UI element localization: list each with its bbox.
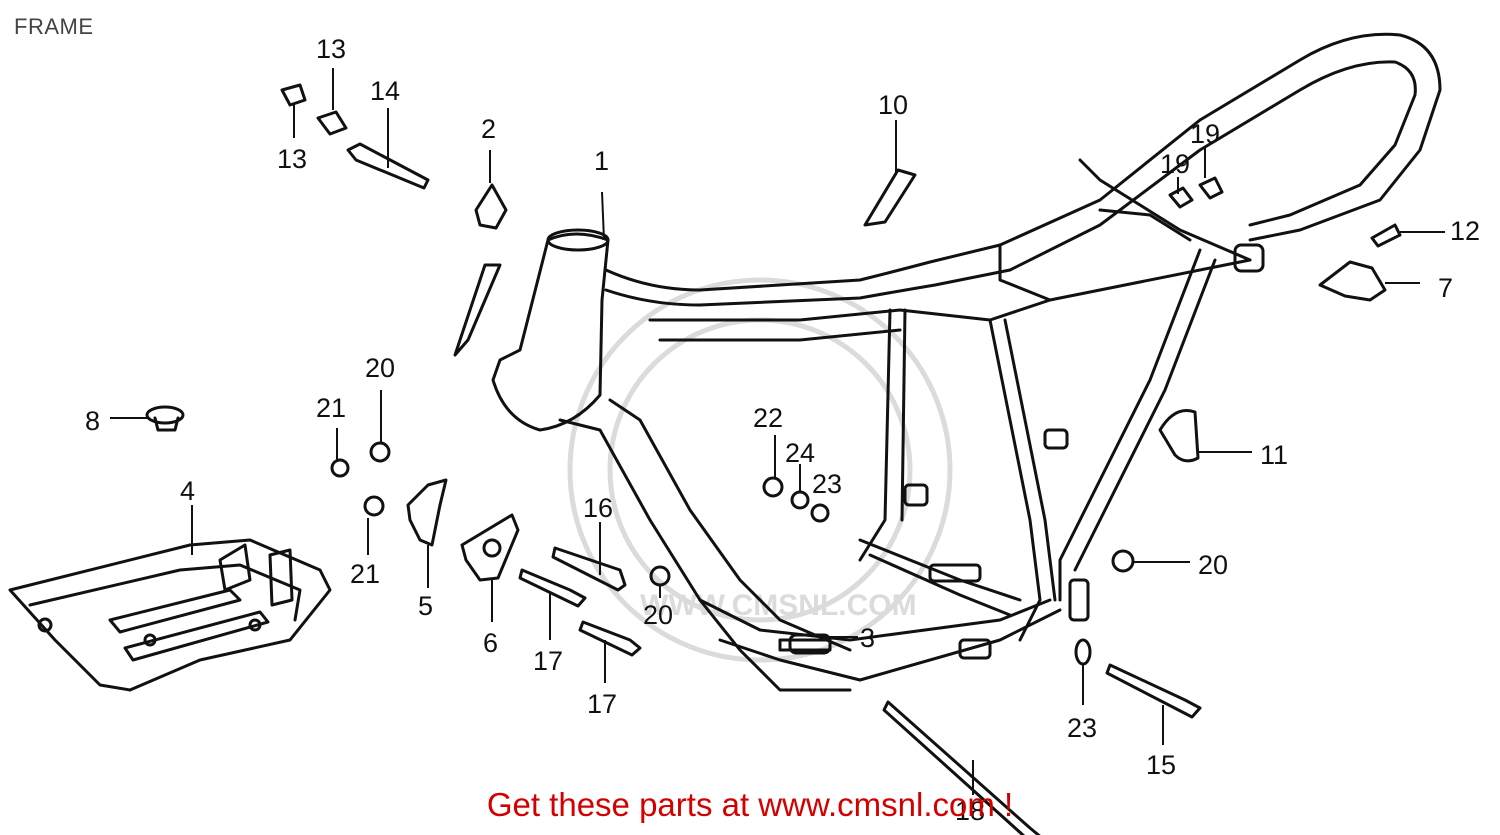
- callout-12: 12: [1450, 216, 1480, 246]
- part-20-nut-a: [369, 441, 391, 463]
- callout-18: 18: [955, 796, 985, 826]
- callout-3: 3: [860, 623, 875, 653]
- part-11-guard: [1158, 409, 1200, 463]
- part-19-bolt-a: [1168, 186, 1194, 209]
- part-15-bolt: [1105, 663, 1202, 719]
- callout-13a: 13: [316, 34, 346, 64]
- part-7-clip: [1318, 260, 1387, 302]
- part-18-bolt: [882, 700, 1041, 835]
- part-21-nut-b: [363, 495, 385, 517]
- part-20-nut-c: [1111, 549, 1135, 573]
- callout-8: 8: [85, 406, 100, 436]
- callout-2: 2: [481, 114, 496, 144]
- callout-11: 11: [1260, 440, 1288, 470]
- main-frame: [491, 32, 1442, 692]
- callout-20c: 20: [1198, 550, 1228, 580]
- part-23-washer-b: [1074, 638, 1092, 666]
- callout-16: 16: [583, 493, 613, 523]
- part-19-bolt-b: [1198, 176, 1224, 200]
- part-20-nut-b: [649, 565, 671, 587]
- callout-1: 1: [594, 146, 609, 176]
- part-2-gusset: [474, 183, 508, 230]
- callout-20b: 20: [643, 600, 673, 630]
- part-16-bolt: [551, 546, 627, 592]
- callout-10: 10: [878, 90, 908, 120]
- parts: [8, 83, 1402, 835]
- leader-lines: [110, 68, 1445, 795]
- part-13-bolt-a: [280, 83, 307, 107]
- callout-15: 15: [1146, 750, 1176, 780]
- callout-13b: 13: [277, 144, 307, 174]
- part-17-bolt-a: [518, 568, 587, 608]
- callout-23b: 23: [1067, 713, 1097, 743]
- page-title: FRAME: [14, 14, 94, 39]
- part-24-washer: [790, 490, 810, 510]
- callout-labels: 1 2 3 4 5 6 7 8 10 11 12 13 13 14 15 16 …: [85, 34, 1480, 826]
- part-14-bolt: [346, 142, 430, 190]
- part-12-pad: [1370, 223, 1402, 248]
- callout-4: 4: [180, 476, 195, 506]
- callout-23a: 23: [812, 469, 842, 499]
- part-8-plug: [145, 405, 185, 425]
- head-tube-strip: [453, 263, 502, 357]
- callout-20a: 20: [365, 353, 395, 383]
- part-17-bolt-b: [578, 620, 642, 657]
- part-13-bolt-b: [316, 110, 348, 136]
- callout-6: 6: [483, 628, 498, 658]
- cmsnl-watermark: WWW.CMSNL.COM: [567, 277, 953, 663]
- part-21-nut-a: [330, 458, 350, 478]
- callout-5: 5: [418, 591, 433, 621]
- callout-14: 14: [370, 76, 400, 106]
- part-5-bracket: [406, 478, 448, 547]
- promo-link-text[interactable]: Get these parts at www.cmsnl.com !: [486, 786, 1014, 823]
- part-3-pipe: [778, 638, 832, 652]
- callout-21b: 21: [350, 559, 380, 589]
- part-22-nut: [762, 476, 784, 498]
- callout-19a: 19: [1190, 119, 1220, 149]
- callout-21a: 21: [316, 393, 346, 423]
- callout-19b: 19: [1160, 149, 1190, 179]
- callout-17a: 17: [533, 646, 563, 676]
- part-6-bracket: [460, 513, 520, 582]
- part-4-skid-plate: [8, 538, 332, 692]
- callout-22: 22: [753, 403, 783, 433]
- callout-24: 24: [785, 438, 815, 468]
- part-10-decal: [863, 168, 917, 227]
- part-23-washer-a: [810, 503, 830, 523]
- callout-7: 7: [1438, 273, 1453, 303]
- callout-17b: 17: [587, 689, 617, 719]
